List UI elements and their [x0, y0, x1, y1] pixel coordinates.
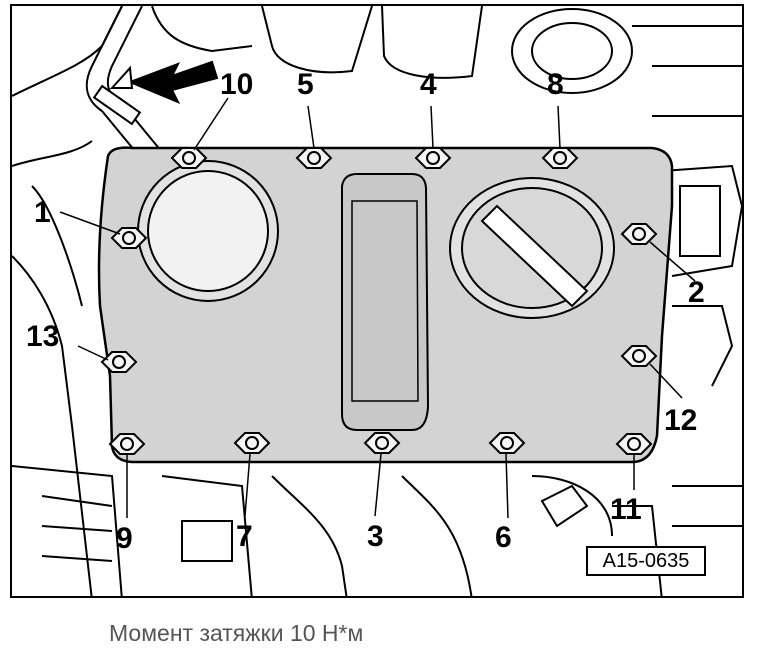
bolt-label-7: 7: [236, 520, 253, 553]
bolt-label-5: 5: [297, 68, 314, 101]
engine-cover-drawing: 1 2 3 4 5 6 7 8 9 10 11 12 13: [12, 6, 742, 596]
bolt-label-4: 4: [420, 68, 437, 101]
bolt-3: [363, 432, 401, 454]
warning-triangle-icon: [109, 65, 134, 89]
bolt-labels: 1 2 3 4 5 6 7 8 9 10 11 12 13: [26, 68, 705, 555]
bolt-2: [620, 223, 658, 245]
bolt-10: [170, 147, 208, 169]
bolt-label-2: 2: [688, 276, 705, 309]
bolt-11: [615, 433, 653, 455]
bolt-label-3: 3: [367, 520, 384, 553]
bolt-7: [233, 432, 271, 454]
bolt-4: [414, 147, 452, 169]
bolt-label-6: 6: [495, 521, 512, 554]
bolt-9: [108, 433, 146, 455]
breather-cap: [137, 160, 279, 302]
cover-center-rib: [341, 173, 430, 431]
bolt-12: [620, 345, 658, 367]
bolt-6: [488, 432, 526, 454]
bolt-label-8: 8: [547, 68, 564, 101]
bolt-label-11: 11: [610, 493, 642, 526]
bolt-13: [100, 351, 138, 373]
bolt-label-13: 13: [26, 320, 59, 353]
oil-filler-cap: [449, 177, 615, 319]
bolt-label-10: 10: [220, 68, 253, 101]
diagram-frame: 1 2 3 4 5 6 7 8 9 10 11 12 13 A15-0635: [10, 4, 744, 598]
arrow-icon: [127, 60, 219, 104]
bolt-label-12: 12: [664, 404, 697, 437]
bolt-1: [110, 227, 148, 249]
bolt-5: [295, 147, 333, 169]
cover-rib-inner: [351, 200, 419, 402]
engine-background: [12, 6, 742, 596]
cover-bolts: [100, 147, 658, 455]
torque-caption: Момент затяжки 10 Н*м: [109, 620, 364, 646]
bolt-label-9: 9: [116, 522, 133, 555]
bolt-label-1: 1: [34, 196, 51, 229]
leader-lines: [59, 97, 696, 519]
figure-reference-code: A15-0635: [586, 546, 706, 576]
bolt-8: [541, 147, 579, 169]
